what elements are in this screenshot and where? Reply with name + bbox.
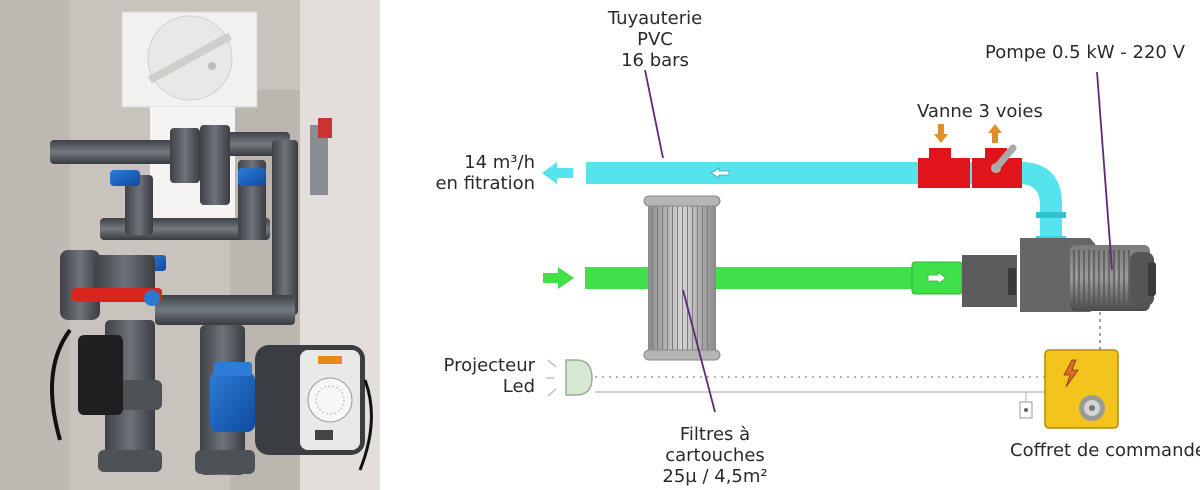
filter-label-line2: 25µ / 4,5m² bbox=[662, 466, 768, 487]
filtration-unit-photo bbox=[0, 0, 380, 490]
three-way-valve bbox=[918, 124, 1022, 188]
flow-label-line1: 14 m³/h bbox=[464, 152, 535, 173]
light-label: Projecteur Led bbox=[430, 355, 535, 397]
inlet-arrow bbox=[543, 267, 574, 289]
light-label-line1: Projecteur bbox=[443, 355, 535, 376]
flow-label: 14 m³/h en fitration bbox=[400, 152, 535, 194]
control-box-label: Coffret de commandes bbox=[1010, 440, 1200, 461]
pipe-label-line2: 16 bars bbox=[621, 50, 689, 71]
suction-pipe bbox=[543, 261, 963, 295]
leader-lines bbox=[644, 69, 1113, 413]
pipe-label-line1: Tuyauterie PVC bbox=[607, 8, 703, 50]
cartridge-filter bbox=[643, 195, 721, 361]
pump-label: Pompe 0.5 kW - 220 V bbox=[985, 42, 1185, 63]
valve-label: Vanne 3 voies bbox=[917, 101, 1043, 122]
filter-label-line1: Filtres à cartouches bbox=[665, 424, 765, 466]
outlet-arrow bbox=[542, 162, 573, 184]
valve-inlet-arrow bbox=[934, 124, 948, 143]
pump bbox=[962, 238, 1156, 312]
filter-label: Filtres à cartouches 25µ / 4,5m² bbox=[630, 424, 800, 487]
control-box bbox=[595, 312, 1119, 429]
valve-outlet-arrow bbox=[988, 124, 1002, 143]
light-label-line2: Led bbox=[502, 376, 535, 397]
flow-label-line2: en fitration bbox=[435, 173, 535, 194]
led-projector bbox=[546, 359, 593, 397]
pipe-label: Tuyauterie PVC 16 bars bbox=[590, 8, 720, 71]
